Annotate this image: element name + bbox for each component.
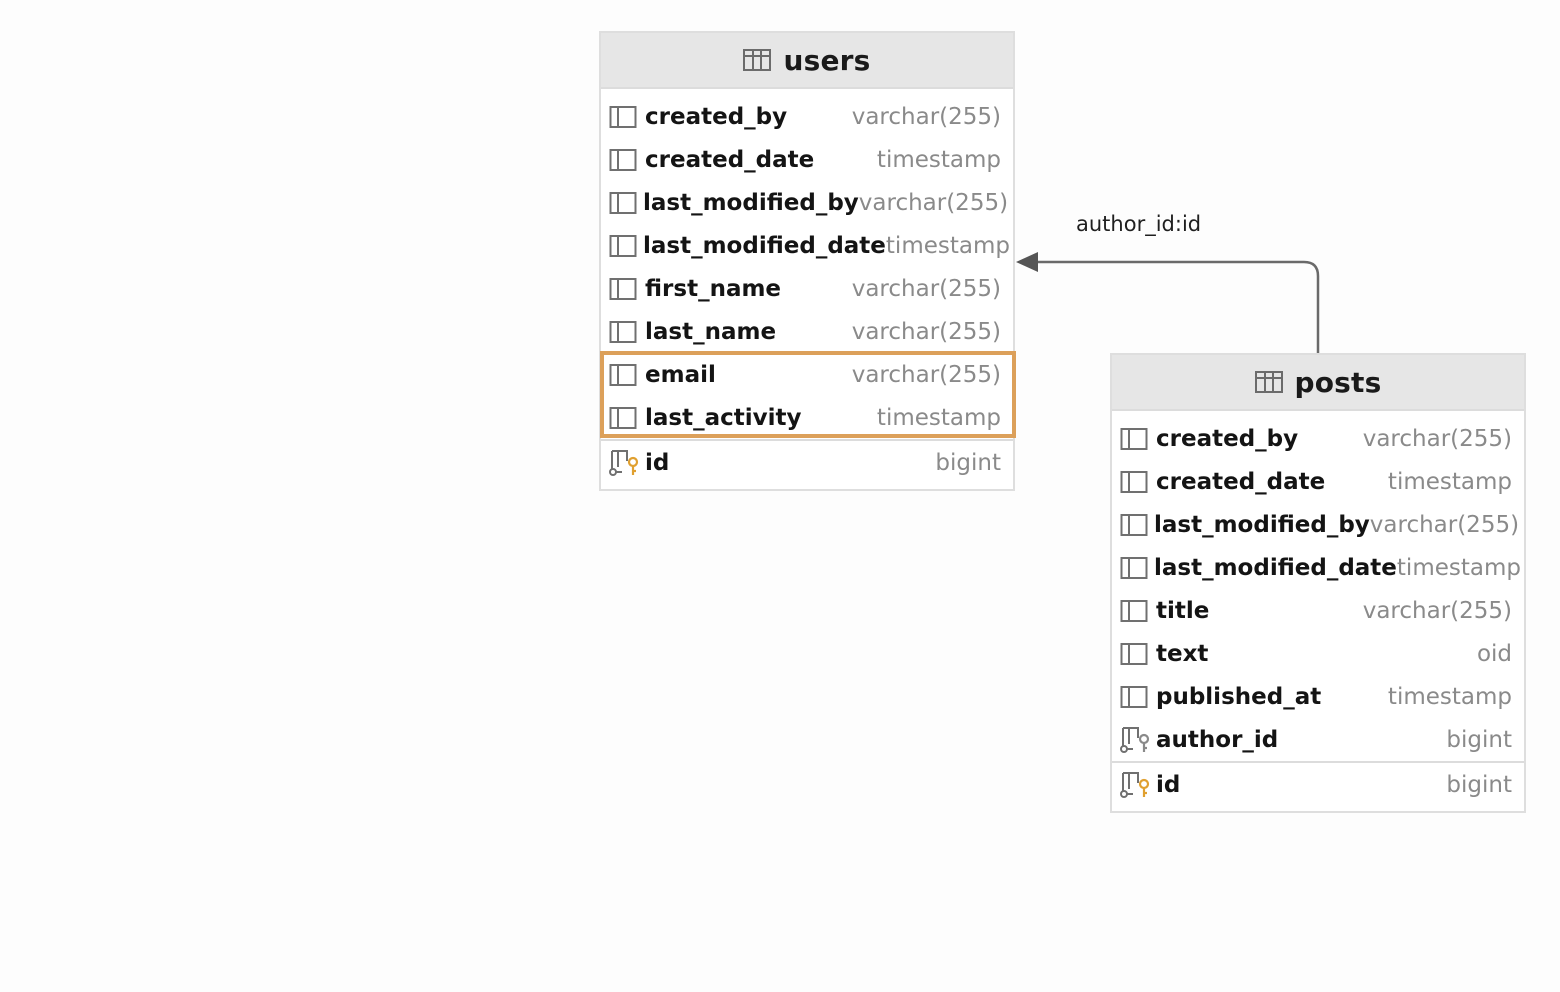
column-type: bigint — [1446, 726, 1512, 753]
column-name: created_date — [1156, 468, 1326, 495]
column-row[interactable]: last_modified_by varchar(255) — [601, 181, 1013, 224]
column-name: author_id — [1156, 726, 1279, 753]
column-icon — [609, 275, 639, 303]
column-icon — [609, 103, 639, 131]
column-list: created_by varchar(255) created_date tim… — [601, 89, 1013, 439]
table-grid-icon — [743, 49, 772, 71]
column-name: last_modified_by — [1154, 511, 1370, 538]
column-name: last_activity — [645, 404, 802, 431]
foreign-key-icon — [1120, 726, 1150, 754]
column-row[interactable]: published_at timestamp — [1112, 675, 1524, 718]
column-name: created_by — [645, 103, 788, 130]
column-type: varchar(255) — [851, 103, 1001, 130]
column-row[interactable]: last_name varchar(255) — [601, 310, 1013, 353]
column-row[interactable]: created_by varchar(255) — [1112, 417, 1524, 460]
column-type: varchar(255) — [1362, 425, 1512, 452]
column-icon — [1120, 683, 1150, 711]
column-icon — [1120, 554, 1148, 582]
column-row[interactable]: title varchar(255) — [1112, 589, 1524, 632]
column-type: varchar(255) — [858, 189, 1009, 216]
relation-label: author_id:id — [1076, 212, 1202, 236]
column-icon — [1120, 640, 1150, 668]
column-name: published_at — [1156, 683, 1322, 710]
column-type: varchar(255) — [1362, 597, 1512, 624]
primary-key-row[interactable]: id bigint — [601, 441, 1013, 485]
column-name: id — [1156, 772, 1181, 798]
column-type: oid — [1476, 640, 1512, 667]
column-row[interactable]: last_modified_date timestamp — [1112, 546, 1524, 589]
column-row-highlighted[interactable]: last_activity timestamp — [601, 396, 1013, 439]
table-header[interactable]: users — [601, 33, 1013, 89]
column-type: timestamp — [876, 146, 1001, 173]
column-row[interactable]: last_modified_by varchar(255) — [1112, 503, 1524, 546]
column-row[interactable]: text oid — [1112, 632, 1524, 675]
column-type: timestamp — [1387, 468, 1512, 495]
column-icon — [1120, 597, 1150, 625]
column-name: id — [645, 450, 670, 476]
table-users[interactable]: users created_by varchar(255) created_da… — [599, 31, 1015, 491]
column-type: timestamp — [1387, 683, 1512, 710]
column-row-highlighted[interactable]: email varchar(255) — [601, 353, 1013, 396]
column-name: created_date — [645, 146, 815, 173]
table-grid-icon — [1254, 371, 1283, 393]
column-row[interactable]: created_date timestamp — [1112, 460, 1524, 503]
column-icon — [609, 404, 639, 432]
column-type: varchar(255) — [851, 318, 1001, 345]
column-name: last_modified_by — [643, 189, 859, 216]
table-title: users — [783, 43, 871, 77]
primary-key-section: id bigint — [601, 439, 1013, 489]
column-name: last_modified_date — [1154, 554, 1397, 581]
column-icon — [1120, 511, 1148, 539]
column-type: varchar(255) — [851, 275, 1001, 302]
primary-key-icon — [1120, 771, 1150, 799]
table-posts[interactable]: posts created_by varchar(255) created_da… — [1110, 353, 1526, 813]
column-type: varchar(255) — [851, 361, 1001, 388]
table-header[interactable]: posts — [1112, 355, 1524, 411]
primary-key-row[interactable]: id bigint — [1112, 763, 1524, 807]
column-list: created_by varchar(255) created_date tim… — [1112, 411, 1524, 761]
column-icon — [1120, 425, 1150, 453]
column-icon — [609, 318, 639, 346]
column-name: last_modified_date — [643, 232, 886, 259]
column-type: varchar(255) — [1369, 511, 1520, 538]
column-name: last_name — [645, 318, 777, 345]
column-icon — [609, 232, 637, 260]
column-name: first_name — [645, 275, 782, 302]
column-type: bigint — [935, 450, 1001, 476]
column-name: text — [1156, 640, 1209, 667]
column-type: timestamp — [1396, 554, 1521, 581]
foreign-key-row[interactable]: author_id bigint — [1112, 718, 1524, 761]
column-name: created_by — [1156, 425, 1299, 452]
column-row[interactable]: created_by varchar(255) — [601, 95, 1013, 138]
column-icon — [609, 189, 637, 217]
column-type: bigint — [1446, 772, 1512, 798]
column-name: title — [1156, 597, 1210, 624]
column-icon — [609, 361, 639, 389]
column-row[interactable]: first_name varchar(255) — [601, 267, 1013, 310]
column-row[interactable]: last_modified_date timestamp — [601, 224, 1013, 267]
column-icon — [609, 146, 639, 174]
column-row[interactable]: created_date timestamp — [601, 138, 1013, 181]
column-name: email — [645, 361, 716, 388]
column-type: timestamp — [876, 404, 1001, 431]
primary-key-icon — [609, 449, 639, 477]
table-title: posts — [1294, 365, 1382, 399]
primary-key-section: id bigint — [1112, 761, 1524, 811]
column-type: timestamp — [885, 232, 1010, 259]
column-icon — [1120, 468, 1150, 496]
